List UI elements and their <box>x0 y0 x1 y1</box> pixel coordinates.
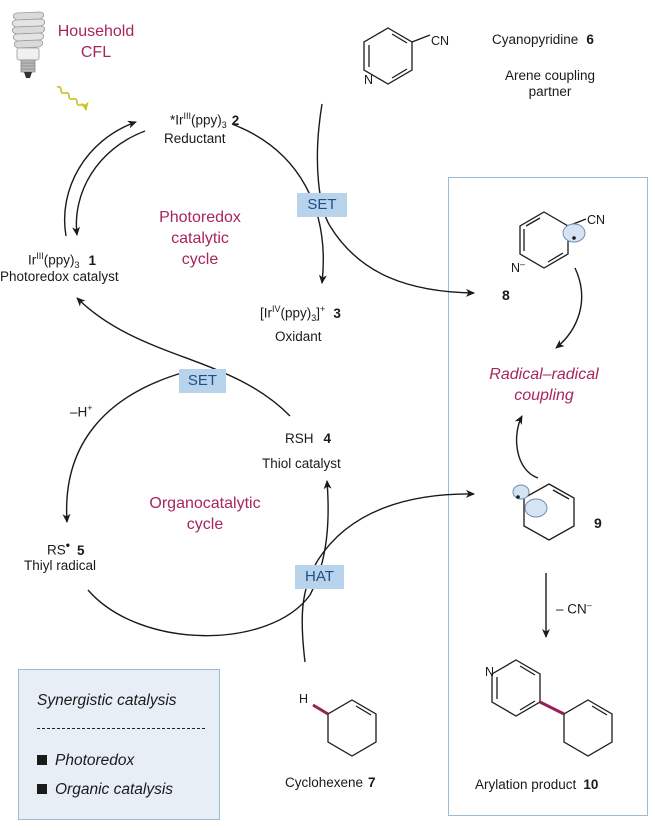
species-8-number: 8 <box>502 287 510 303</box>
radical-dot-8 <box>572 236 576 240</box>
species-5-role: Thiyl radical <box>24 558 97 573</box>
hat-to-9-arrow <box>317 489 475 561</box>
organo-cycle-label: Organocatalytic cycle <box>149 495 261 533</box>
set-box-middle: SET <box>179 369 226 393</box>
radical-anion-n-label: N– <box>511 259 526 276</box>
radical-orbital-9b <box>524 498 548 518</box>
excitation-arrow <box>64 120 137 237</box>
coupling-panel <box>448 177 648 816</box>
radical-orbital-9a <box>512 484 530 500</box>
set-to-8-arrow <box>329 225 475 297</box>
coupling-arrow-out <box>514 415 539 479</box>
cyanopyridine-inlet <box>316 103 331 227</box>
radical-anion-cn-label: CN <box>587 213 606 227</box>
cyclohexene-h-label: H <box>299 692 309 706</box>
relaxation-arrow <box>72 130 146 236</box>
legend-bullet-icon <box>37 755 47 765</box>
species-9-number: 9 <box>594 515 602 531</box>
hat-box: HAT <box>295 565 344 589</box>
legend-bullet-icon <box>37 784 47 794</box>
thiol-to-thiyl-arrow <box>62 371 186 523</box>
oxidation-arc <box>76 297 291 417</box>
allylic-ch-bond <box>312 703 329 716</box>
minus-h-label: –H+ <box>70 403 93 420</box>
cyanopyridine-n-label: N <box>364 73 374 87</box>
coupling-arrow-in <box>555 267 583 349</box>
species-5-label: RS•5 <box>47 538 85 558</box>
reduction-arc <box>231 123 327 284</box>
cyanopyridine-structure <box>363 27 431 85</box>
legend-box: Synergistic catalysis Photoredox Organic… <box>18 669 220 820</box>
species-6-role: Arene coupling partner <box>504 68 596 99</box>
radical-orbital-8 <box>562 223 586 243</box>
product-n-label: N <box>485 665 495 679</box>
species-3-label: [IrIV(ppy)3]+3 <box>260 304 341 324</box>
cyclohexene-structure <box>327 699 377 757</box>
species-3-role: Oxidant <box>275 329 322 344</box>
radical-dot-9 <box>516 495 520 499</box>
photoredox-cycle-label: Photoredox catalytic cycle <box>159 209 241 268</box>
minus-cn-label: – CN– <box>556 600 592 617</box>
coupling-label: Radical–radical coupling <box>489 366 599 404</box>
cyanopyridine-cn-label: CN <box>431 34 450 48</box>
species-2-role: Reductant <box>164 131 226 146</box>
legend-item-photoredox: Photoredox <box>37 752 134 770</box>
legend-title: Synergistic catalysis <box>37 692 177 709</box>
legend-item-organic: Organic catalysis <box>37 781 173 799</box>
species-1-role: Photoredox catalyst <box>0 269 119 284</box>
new-cc-bond <box>539 700 565 716</box>
species-4-role: Thiol catalyst <box>262 456 341 471</box>
cfl-bulb-icon <box>11 11 46 78</box>
cfl-label: Household CFL <box>57 23 135 61</box>
organo-lower-arc <box>87 589 311 637</box>
legend-divider <box>37 728 205 729</box>
light-wave-arrow <box>56 86 89 111</box>
set-box-top: SET <box>297 193 347 217</box>
